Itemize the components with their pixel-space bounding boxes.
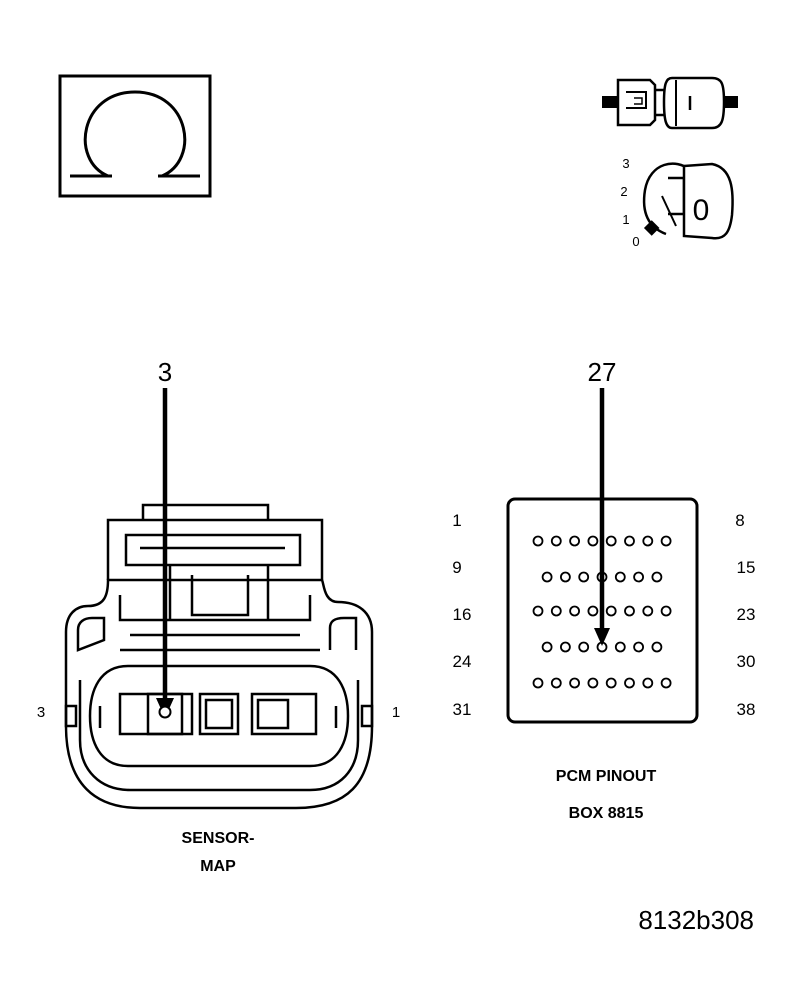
pcm-pin (560, 641, 571, 653)
pcm-caption-line2: BOX 8815 (569, 805, 644, 822)
pcm-pin (624, 677, 635, 689)
pcm-pin (605, 535, 617, 547)
pcm-pin-grid (532, 535, 672, 689)
pcm-pin (633, 571, 644, 583)
pcm-pin (550, 535, 562, 547)
pcm-pin (642, 677, 654, 689)
sensor-caption-line1: SENSOR- (182, 830, 255, 847)
pcm-row-end-3: 23 (737, 605, 756, 624)
pcm-pin (541, 641, 553, 653)
pcm-pin (569, 677, 580, 689)
pcm-pin (624, 605, 635, 617)
pcm-pin (532, 535, 544, 547)
pcm-pin (578, 571, 590, 583)
pcm-pin (541, 571, 553, 583)
pcm-pin (642, 605, 654, 617)
pcm-pin (624, 535, 635, 547)
ignition-pos-3: 3 (622, 156, 629, 171)
pcm-pin (651, 641, 663, 653)
pcm-pin (642, 535, 654, 547)
pcm-probe-arrow (594, 388, 610, 646)
sensor-left-pin-label: 3 (37, 704, 45, 721)
sensor-connector (64, 503, 374, 810)
pcm-row-end-1: 8 (735, 511, 744, 530)
pcm-row-end-4: 30 (737, 652, 756, 671)
reference-code: 8132b308 (638, 905, 754, 935)
pcm-pin (660, 605, 672, 617)
pcm-probe-pin-label: 27 (588, 357, 617, 387)
ignition-key-icon: 3 2 1 0 0 (620, 156, 734, 249)
pcm-pin (605, 605, 617, 617)
pcm-pin (587, 677, 599, 689)
pcm-pin (614, 641, 626, 653)
pcm-pin (633, 641, 644, 653)
pcm-pin (587, 605, 599, 617)
pcm-pin (569, 605, 580, 617)
pcm-pin (578, 641, 590, 653)
pcm-row-start-4: 24 (453, 652, 472, 671)
ignition-pos-0: 0 (632, 234, 639, 249)
pcm-caption-line1: PCM PINOUT (556, 768, 657, 785)
ignition-pos-1: 1 (622, 212, 629, 227)
pcm-pin (614, 571, 626, 583)
ohm-meter-icon (58, 74, 212, 198)
pcm-pin (587, 535, 599, 547)
disconnected-connector-icon (602, 76, 738, 130)
pcm-pin (550, 677, 562, 689)
pcm-pin (532, 677, 544, 689)
pcm-pin (605, 677, 617, 689)
pcm-row-start-5: 31 (453, 700, 472, 719)
ignition-pos-2: 2 (620, 184, 627, 199)
pcm-row-start-3: 16 (453, 605, 472, 624)
sensor-right-pin-label: 1 (392, 704, 400, 721)
pcm-pin (660, 535, 672, 547)
sensor-caption-line2: MAP (200, 858, 236, 875)
pcm-pin (560, 571, 571, 583)
pcm-pin (660, 677, 672, 689)
pcm-pin (651, 571, 663, 583)
pcm-row-start-1: 1 (452, 511, 461, 530)
pcm-row-end-2: 15 (737, 558, 756, 577)
pcm-pin (569, 535, 580, 547)
pcm-row-end-5: 38 (737, 700, 756, 719)
sensor-probe-pin-label: 3 (158, 357, 172, 387)
pcm-pin (550, 605, 562, 617)
sensor-probe-arrow (156, 388, 174, 719)
ignition-key-label: 0 (693, 194, 710, 227)
pcm-pin (532, 605, 544, 617)
pcm-row-start-2: 9 (452, 558, 461, 577)
